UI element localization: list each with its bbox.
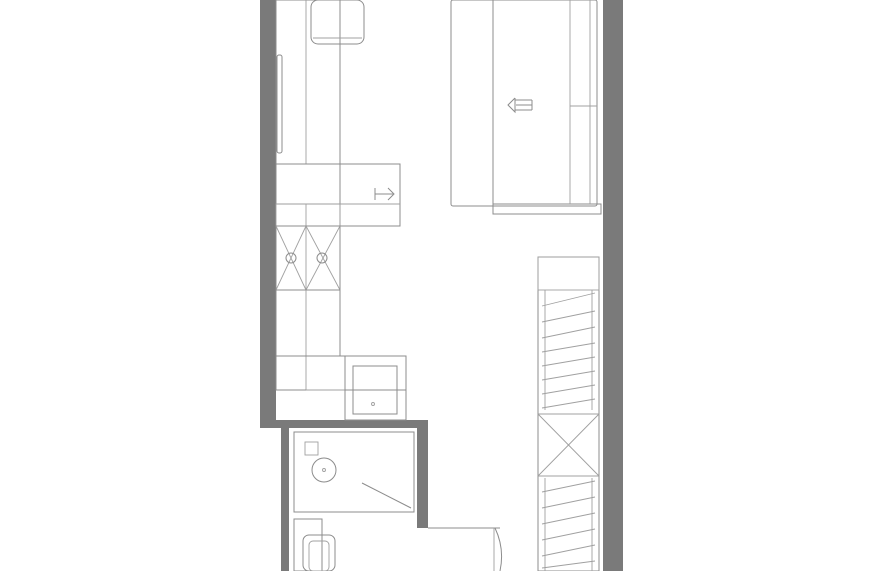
bathroom-right-wall bbox=[417, 420, 428, 528]
bathroom-top-wall bbox=[260, 420, 428, 428]
wall-panel bbox=[276, 54, 283, 154]
shower-drain bbox=[311, 457, 337, 483]
wardrobe-cross bbox=[537, 413, 600, 477]
kitchen bbox=[275, 0, 407, 421]
bathroom bbox=[293, 431, 502, 571]
shower bbox=[293, 431, 415, 513]
sofa-bed bbox=[450, 0, 602, 215]
sink-cabinet bbox=[275, 355, 407, 391]
hangers-upper bbox=[541, 290, 596, 410]
cooktop bbox=[275, 225, 341, 291]
kitchen-counter-mid bbox=[275, 163, 341, 205]
walls bbox=[260, 0, 623, 571]
left-outer-wall bbox=[260, 0, 276, 428]
kitchen-counter-lower bbox=[275, 289, 341, 357]
sink bbox=[352, 365, 398, 415]
arrow-right-icon bbox=[374, 187, 395, 201]
sink-counter bbox=[344, 355, 407, 421]
shower-door bbox=[361, 482, 412, 509]
dishwasher bbox=[339, 163, 401, 227]
hangers-lower bbox=[541, 478, 596, 571]
right-outer-wall bbox=[603, 0, 623, 571]
bathroom-door bbox=[428, 527, 502, 571]
wardrobe bbox=[537, 256, 600, 571]
chair bbox=[310, 0, 365, 45]
kitchen-counter-upper bbox=[275, 0, 341, 165]
bathroom-left-wall bbox=[281, 420, 289, 571]
arrow-left-icon bbox=[507, 97, 533, 114]
toilet bbox=[293, 518, 323, 571]
